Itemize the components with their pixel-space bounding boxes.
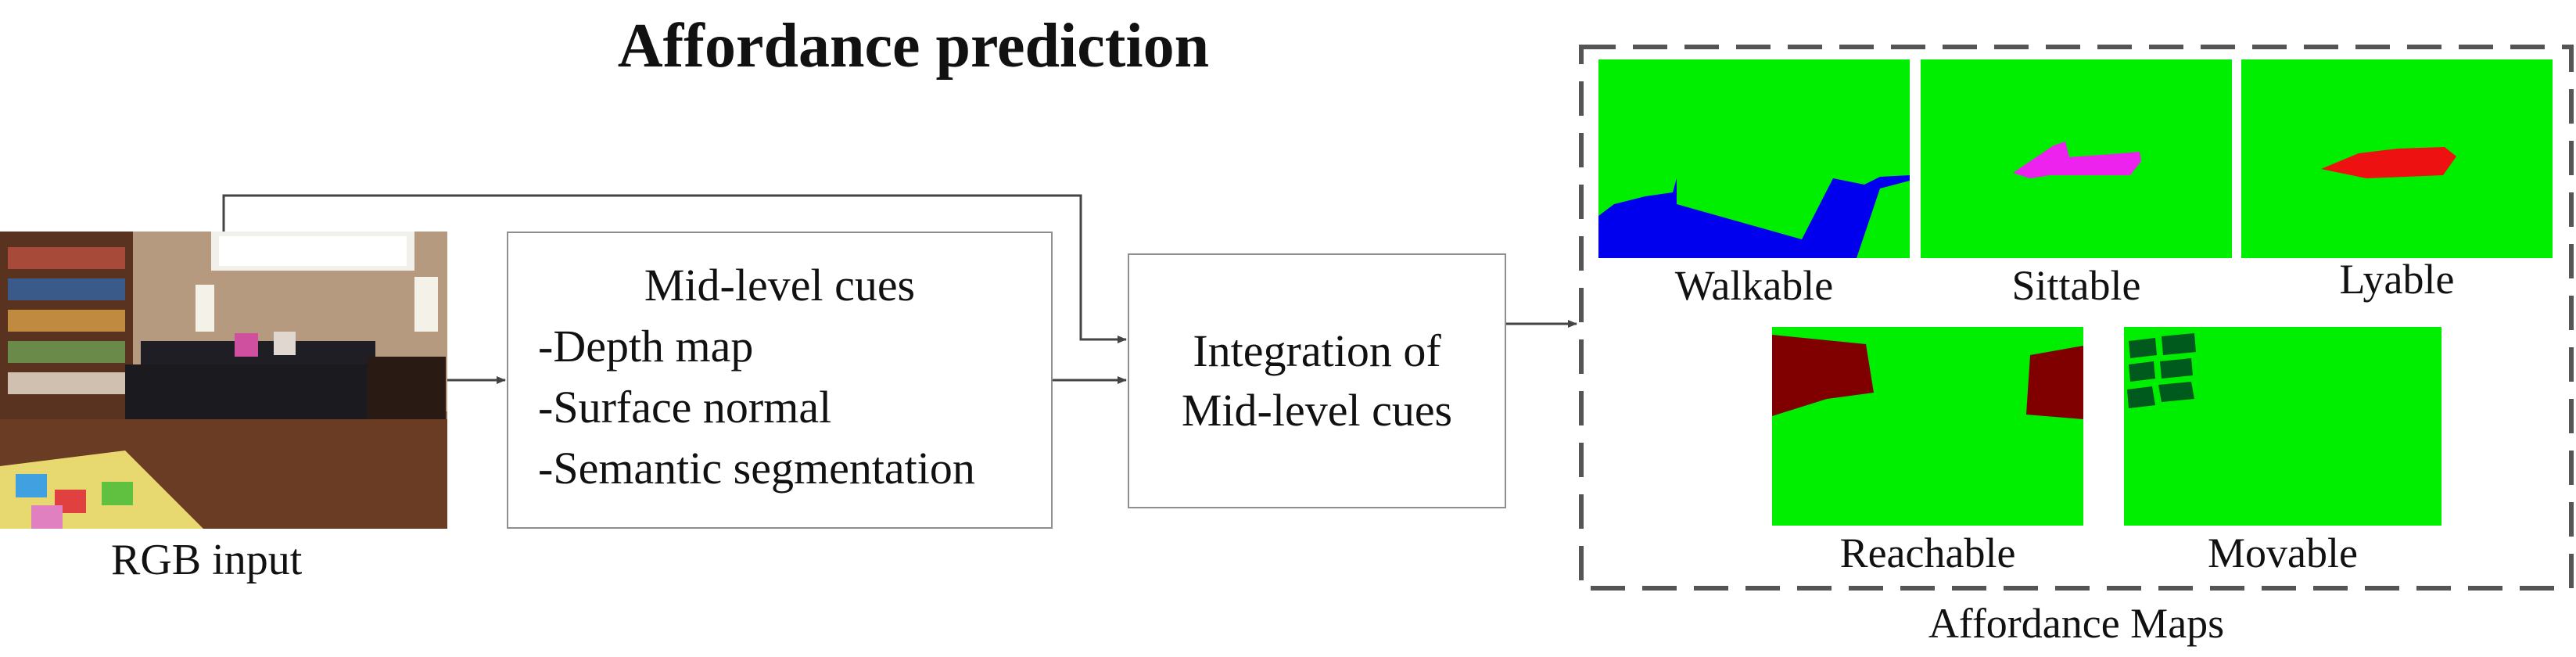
cue-item: -Depth map — [538, 321, 754, 372]
sittable-label: Sittable — [2011, 262, 2141, 309]
integration-box: Integration of Mid-level cues — [1128, 253, 1506, 508]
sittable-map — [1921, 59, 2232, 258]
affordance-maps-caption: Affordance Maps — [1928, 600, 2225, 647]
walkable-map — [1598, 59, 1910, 258]
cue-item: -Surface normal — [538, 382, 832, 433]
affordance-maps-dashed-frame — [1579, 45, 2574, 591]
integration-line-1: Integration of — [1193, 325, 1441, 376]
mid-level-cues-box: Mid-level cues -Depth map -Surface norma… — [507, 232, 1053, 529]
walkable-label: Walkable — [1674, 262, 1834, 309]
movable-label: Movable — [2208, 530, 2358, 576]
movable-map — [2124, 327, 2441, 526]
reachable-map — [1772, 327, 2083, 526]
mid-level-cues-heading: Mid-level cues — [644, 260, 916, 311]
lyable-label: Lyable — [2339, 256, 2455, 303]
rgb-input-caption: RGB input — [111, 536, 303, 584]
lyable-map — [2241, 59, 2553, 258]
diagram-title: Affordance prediction — [617, 12, 1210, 81]
rgb-input-image — [0, 232, 447, 529]
top-bypass-arrow — [222, 194, 1127, 343]
cue-item: -Semantic segmentation — [538, 443, 975, 494]
integration-line-2: Mid-level cues — [1181, 385, 1453, 436]
reachable-label: Reachable — [1839, 530, 2016, 576]
